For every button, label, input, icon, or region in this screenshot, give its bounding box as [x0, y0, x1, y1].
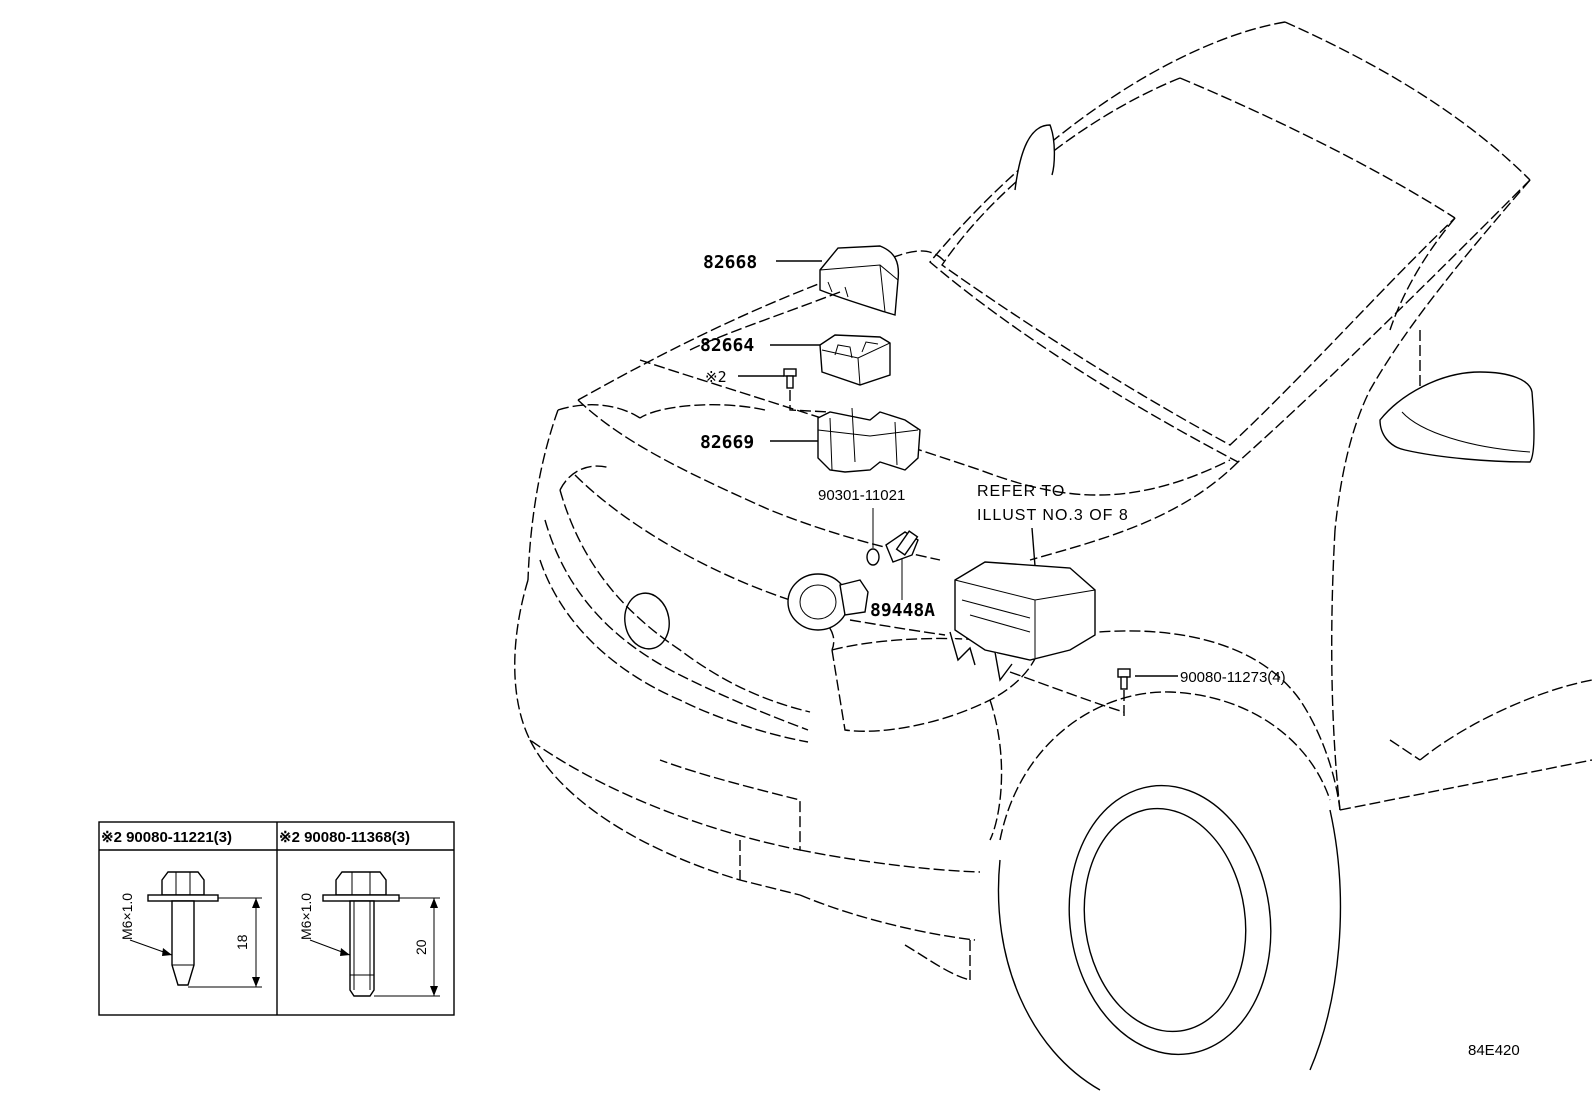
bolt-legend-table: ※2 90080-11221(3) ※2 90080-11368(3) M6×1…: [98, 821, 455, 1016]
part-82669-bracket: [817, 407, 921, 473]
legend-bolt-1-thread: M6×1.0: [119, 893, 135, 940]
label-note2-marker: ※2: [705, 368, 727, 386]
part-horn-assembly: [787, 573, 946, 636]
legend-bolt-1-length: 18: [234, 934, 250, 950]
reference-note-line1: REFER TO: [977, 483, 1065, 500]
part-82664-relay-block: [819, 334, 891, 386]
legend-bolt-2-length: 20: [413, 939, 429, 955]
reference-note-line2: ILLUST NO.3 OF 8: [977, 507, 1129, 524]
legend-bolt-1-drawing: [129, 871, 262, 988]
label-82669: 82669: [700, 432, 754, 453]
screw-note2: [783, 368, 831, 413]
part-90080-11273-bolt: [1009, 668, 1131, 720]
vehicle-outline: [514, 21, 1592, 1091]
part-fuse-box: [949, 561, 1096, 682]
part-82668-cover: [819, 245, 900, 316]
label-90080-11273: 90080-11273(4): [1180, 669, 1286, 686]
label-82668: 82668: [703, 252, 757, 273]
part-90301-oring: [866, 508, 880, 566]
label-90301-11021: 90301-11021: [818, 487, 905, 504]
legend-bolt-2-drawing: [309, 871, 440, 997]
part-labels: 82668 82664 ※2 82669 90301-11021 89448A …: [700, 252, 1520, 1059]
diagram-code: 84E420: [1468, 1042, 1520, 1059]
leader-lines: [639, 260, 1178, 677]
legend-header-1: ※2 90080-11221(3): [101, 829, 232, 846]
label-82664: 82664: [700, 335, 754, 356]
legend-header-2: ※2 90080-11368(3): [279, 829, 410, 846]
part-89448A-sensor: [885, 530, 919, 600]
legend-bolt-2-thread: M6×1.0: [298, 893, 314, 940]
label-89448A: 89448A: [870, 600, 935, 621]
